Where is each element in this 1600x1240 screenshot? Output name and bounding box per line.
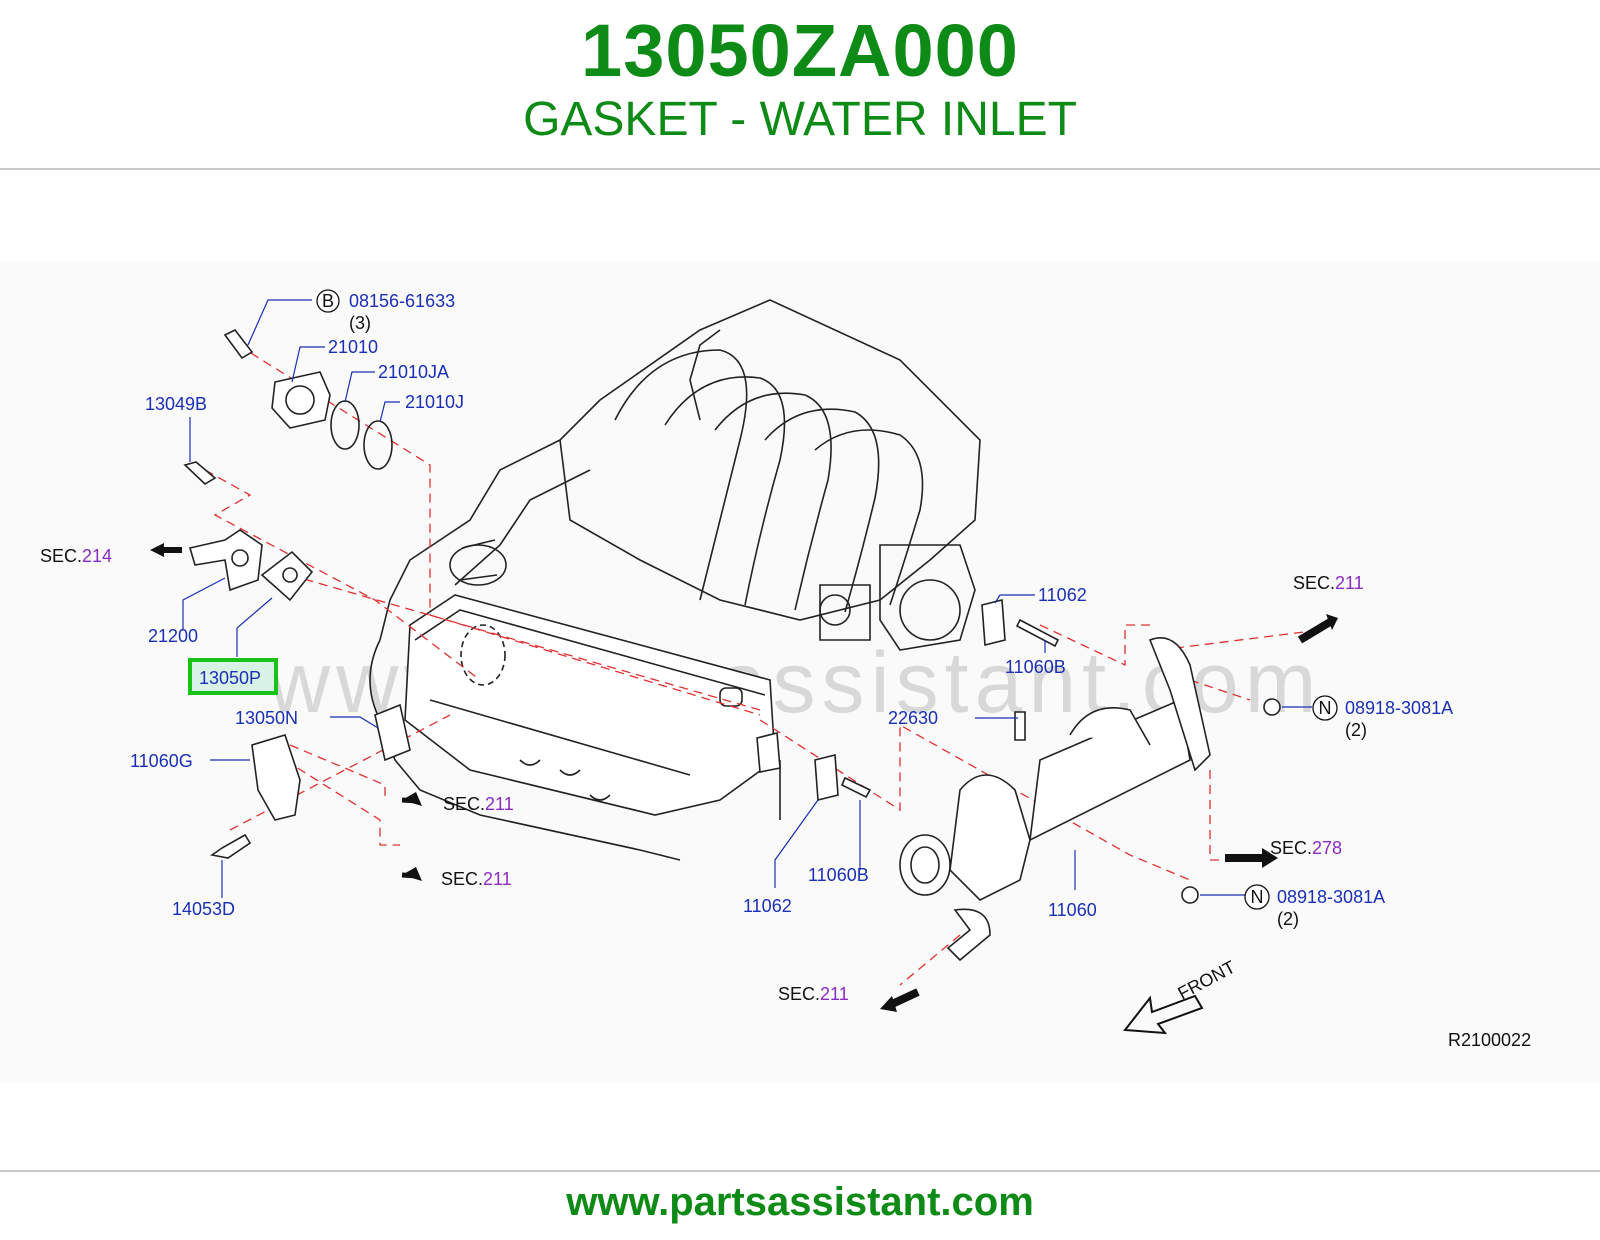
sec-211-reference-d[interactable]: SEC.211 bbox=[778, 984, 849, 1004]
part-number-title: 13050ZA000 bbox=[581, 9, 1019, 92]
bolt-b-marker-icon bbox=[316, 289, 340, 313]
callout-13050p-highlighted[interactable]: 13050P bbox=[199, 668, 261, 688]
callout-11060b-top[interactable]: 11060B bbox=[1005, 657, 1066, 677]
nut-n-bottom-marker-icon bbox=[1244, 884, 1270, 910]
nut-n-top-marker-icon bbox=[1312, 695, 1338, 721]
sec-211-reference-a[interactable]: SEC.211 bbox=[443, 794, 514, 814]
callout-21010ja[interactable]: 21010JA bbox=[378, 362, 449, 382]
part-name-subtitle: GASKET - WATER INLET bbox=[523, 93, 1077, 146]
diagram-reference-code: R2100022 bbox=[1448, 1030, 1531, 1050]
footer-divider bbox=[0, 1170, 1600, 1172]
callout-13049b[interactable]: 13049B bbox=[145, 394, 207, 414]
callout-leaders bbox=[182, 299, 1312, 898]
page-header: 13050ZA000 GASKET - WATER INLET bbox=[0, 0, 1600, 168]
sec-278-reference[interactable]: SEC.278 bbox=[1270, 838, 1342, 858]
sec-211-reference-c[interactable]: SEC.211 bbox=[1293, 573, 1364, 593]
callout-22630[interactable]: 22630 bbox=[888, 708, 938, 728]
bolt-b-letter: B bbox=[322, 291, 334, 311]
footer-website-link[interactable]: www.partsassistant.com bbox=[566, 1180, 1034, 1224]
callout-11060b-bottom[interactable]: 11060B bbox=[808, 865, 869, 885]
callout-14053d[interactable]: 14053D bbox=[172, 899, 235, 919]
callout-21200[interactable]: 21200 bbox=[148, 626, 198, 646]
front-direction-label: FRONT bbox=[1174, 957, 1238, 1004]
part-drawings bbox=[183, 328, 1281, 962]
direction-arrows bbox=[150, 543, 1338, 1035]
callout-08918-3081a-bottom-qty: (2) bbox=[1277, 909, 1299, 929]
callout-11060[interactable]: 11060 bbox=[1048, 900, 1097, 920]
sec-211-reference-b[interactable]: SEC.211 bbox=[441, 869, 512, 889]
sec-214-reference[interactable]: SEC.214 bbox=[40, 546, 112, 566]
callout-11060g[interactable]: 11060G bbox=[130, 751, 193, 771]
header-divider bbox=[0, 168, 1600, 170]
callout-11062-top[interactable]: 11062 bbox=[1038, 585, 1087, 605]
assembly-guide-lines bbox=[204, 344, 1321, 986]
parts-diagram: www.partsassistant.com bbox=[0, 262, 1600, 1082]
engine-assembly-drawing bbox=[369, 299, 981, 861]
diagram-canvas: www.partsassistant.com bbox=[40, 289, 1531, 1050]
callout-08918-3081a-top-qty: (2) bbox=[1345, 720, 1367, 740]
callout-13050n[interactable]: 13050N bbox=[235, 708, 298, 728]
front-arrow-icon bbox=[1123, 994, 1204, 1035]
nut-n-top-letter: N bbox=[1319, 698, 1332, 718]
callout-21010j[interactable]: 21010J bbox=[405, 392, 464, 412]
callout-08156-61633-qty: (3) bbox=[349, 313, 371, 333]
callout-11062-bottom[interactable]: 11062 bbox=[743, 896, 792, 916]
callout-08156-61633[interactable]: 08156-61633 bbox=[349, 291, 455, 311]
callout-21010[interactable]: 21010 bbox=[328, 337, 378, 357]
callout-08918-3081a-top[interactable]: 08918-3081A bbox=[1345, 698, 1453, 718]
highlighted-part-box bbox=[188, 658, 278, 695]
nut-n-bottom-letter: N bbox=[1251, 887, 1264, 907]
callout-08918-3081a-bottom[interactable]: 08918-3081A bbox=[1277, 887, 1385, 907]
